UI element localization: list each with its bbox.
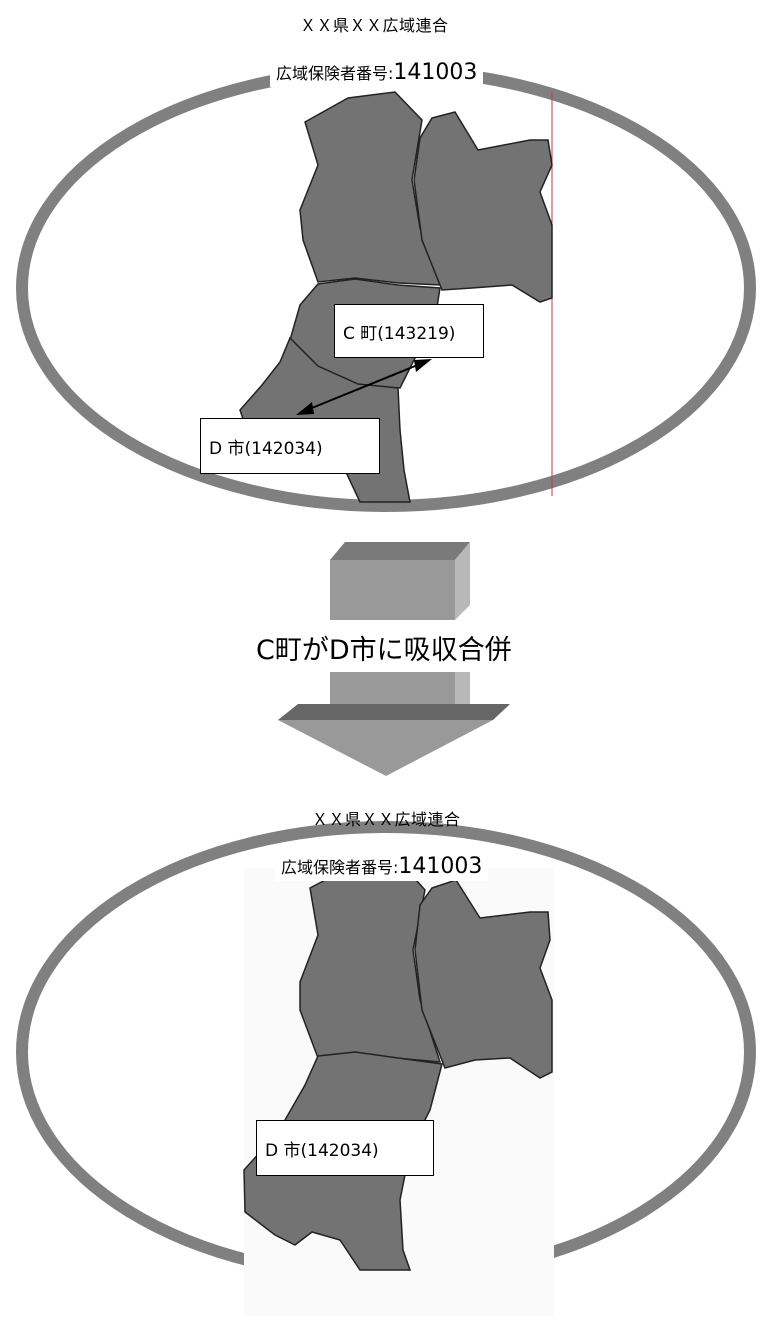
top-insurer-value: 141003 [393,60,478,85]
merge-arrow-shaft-top-face [330,542,470,560]
top-label-d-city: D 市(142034) [200,418,380,474]
top-arrowhead-d [296,402,314,415]
bottom-insurer-value: 141003 [398,854,483,879]
top-region-b [413,111,553,303]
bottom-insurer-label: 広域保険者番号: [281,858,399,877]
top-arrowhead-c [414,359,432,372]
top-insurer-number: 広域保険者番号:141003 [270,60,484,87]
merge-banner: C町がD市に吸収合併 [256,635,512,666]
bottom-title: ＸＸ県ＸＸ広域連合 [312,810,461,829]
top-region-a [299,91,442,286]
merge-arrow-shaft-top [330,560,455,620]
top-insurer-label: 広域保険者番号: [276,64,394,83]
top-label-c-town: C 町(143219) [334,304,484,358]
bottom-label-d-city: D 市(142034) [256,1120,434,1176]
merge-arrow-head-top [278,704,510,720]
merge-arrow-shaft-top-side [455,542,470,620]
top-title: ＸＸ県ＸＸ広域連合 [300,16,449,35]
bottom-insurer-number: 広域保険者番号:141003 [275,854,489,881]
top-merge-arrow [301,361,426,413]
bottom-region-b [414,879,553,1079]
merge-arrow-head [278,720,493,776]
